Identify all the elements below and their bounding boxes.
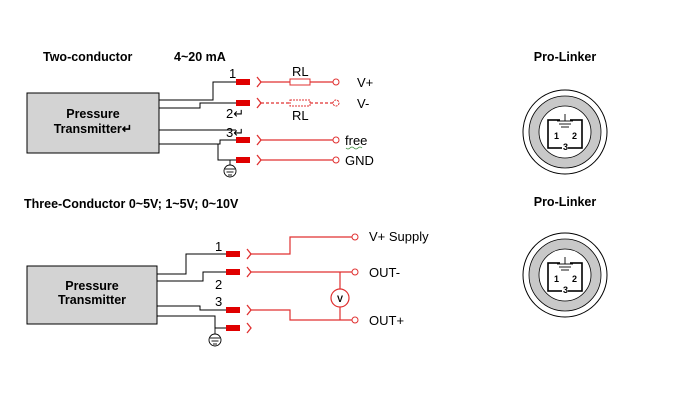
top-connector-pin-3: 3	[563, 142, 568, 152]
top-resistor-1	[289, 78, 311, 86]
top-transmitter-line2: Transmitter↵	[54, 122, 133, 136]
top-transmitter-line1: Pressure	[66, 107, 120, 121]
bottom-connector-title: Pro-Linker	[534, 195, 597, 209]
top-pin-2	[236, 100, 250, 106]
top-terminal-vplus	[332, 78, 340, 86]
top-wire-label-3: 3↵	[226, 125, 244, 140]
top-connector-pin-1: 1	[554, 131, 559, 141]
top-title: Two-conductor	[43, 50, 132, 64]
bottom-pin-1	[226, 251, 240, 257]
bottom-connector-pin-2: 2	[572, 274, 577, 284]
bottom-wire-label-2: 2	[215, 277, 222, 292]
top-terminal-label-vminus: V-	[357, 96, 369, 111]
voltmeter-label: V	[337, 294, 343, 304]
bottom-transmitter-box	[26, 265, 158, 325]
bottom-terminal-label-outplus: OUT+	[369, 313, 404, 328]
bottom-wires	[157, 253, 226, 329]
bottom-wire-label-3: 3	[215, 294, 222, 309]
spellcheck-underline	[345, 146, 363, 150]
bottom-wire-label-1: 1	[215, 239, 222, 254]
top-resistor-label-1: RL	[292, 64, 309, 79]
bottom-pin-2	[226, 269, 240, 275]
top-range: 4~20 mA	[174, 50, 226, 64]
top-wires	[159, 81, 236, 161]
top-pin-1	[236, 79, 250, 85]
top-socket-chevrons	[256, 76, 262, 166]
voltmeter-icon	[330, 288, 350, 308]
top-wire-label-1: 1	[229, 66, 236, 81]
top-resistor-label-2: RL	[292, 108, 309, 123]
bottom-terminal-label-vplus: V+ Supply	[369, 229, 429, 244]
bottom-transmitter-line1: Pressure	[65, 279, 119, 293]
top-terminal-label-gnd: GND	[345, 153, 374, 168]
bottom-terminal-outminus	[351, 268, 359, 276]
bottom-terminal-vplus	[351, 233, 359, 241]
bottom-terminal-outplus	[351, 316, 359, 324]
top-connector-pin-2: 2	[572, 131, 577, 141]
top-terminal-label-free: free	[345, 133, 367, 148]
top-resistor-2	[289, 99, 311, 107]
bottom-socket-chevrons	[246, 248, 252, 334]
top-connector-icon	[522, 89, 608, 175]
top-wire-label-2: 2↵	[226, 106, 244, 121]
top-ground-icon	[223, 160, 237, 178]
bottom-pin-3	[226, 307, 240, 313]
top-terminal-vminus	[332, 99, 340, 107]
bottom-terminal-label-outminus: OUT-	[369, 265, 400, 280]
top-pin-gnd	[236, 157, 250, 163]
bottom-connector-icon	[522, 232, 608, 318]
top-connector-title: Pro-Linker	[534, 50, 597, 64]
top-terminal-gnd	[332, 156, 340, 164]
top-transmitter-box	[26, 92, 160, 154]
bottom-title: Three-Conductor 0~5V; 1~5V; 0~10V	[24, 197, 239, 211]
bottom-connector-pin-1: 1	[554, 274, 559, 284]
top-terminal-free	[332, 136, 340, 144]
bottom-connector-pin-3: 3	[563, 285, 568, 295]
top-terminal-label-vplus: V+	[357, 75, 373, 90]
top-pin-3	[236, 137, 250, 143]
bottom-ground-icon	[208, 328, 222, 347]
bottom-transmitter-line2: Transmitter	[58, 293, 126, 307]
bottom-pin-gnd	[226, 325, 240, 331]
